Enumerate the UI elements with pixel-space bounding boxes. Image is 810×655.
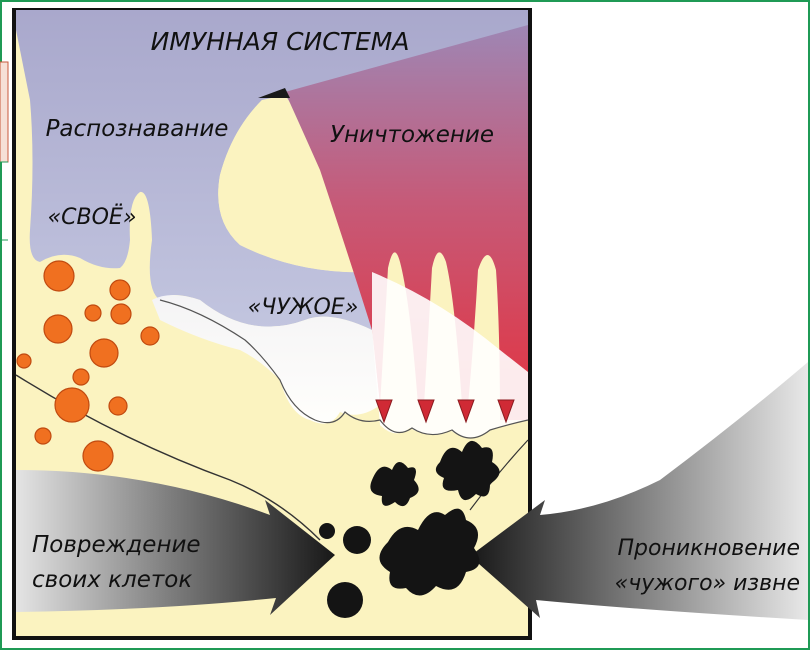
damage-label-line1: Повреждение — [32, 532, 201, 558]
self-cell — [83, 441, 113, 471]
self-cell — [35, 428, 51, 444]
self-cell — [141, 327, 159, 345]
penetration-label-line2: «чужого» извне — [615, 571, 800, 596]
self-cell — [17, 354, 31, 368]
self-cell — [73, 369, 89, 385]
self-cell — [44, 315, 72, 343]
foreign-blob — [343, 526, 371, 554]
foreign-label: «ЧУЖОЕ» — [248, 295, 359, 320]
recognition-label: Распознавание — [46, 116, 229, 142]
self-cell — [110, 280, 130, 300]
self-cell — [85, 305, 101, 321]
diagram-title: ИМУННАЯ СИСТЕМА — [151, 27, 410, 56]
self-cell — [44, 261, 74, 291]
self-cell — [90, 339, 118, 367]
foreign-blob — [327, 582, 363, 618]
self-cell — [55, 388, 89, 422]
self-cell — [109, 397, 127, 415]
penetration-label-line1: Проникновение — [618, 536, 801, 561]
damage-label-line2: своих клеток — [32, 567, 192, 593]
self-cell — [111, 304, 131, 324]
foreign-blob — [319, 523, 335, 539]
destruction-label: Уничтожение — [330, 122, 494, 148]
self-label: «СВОЁ» — [48, 204, 137, 230]
